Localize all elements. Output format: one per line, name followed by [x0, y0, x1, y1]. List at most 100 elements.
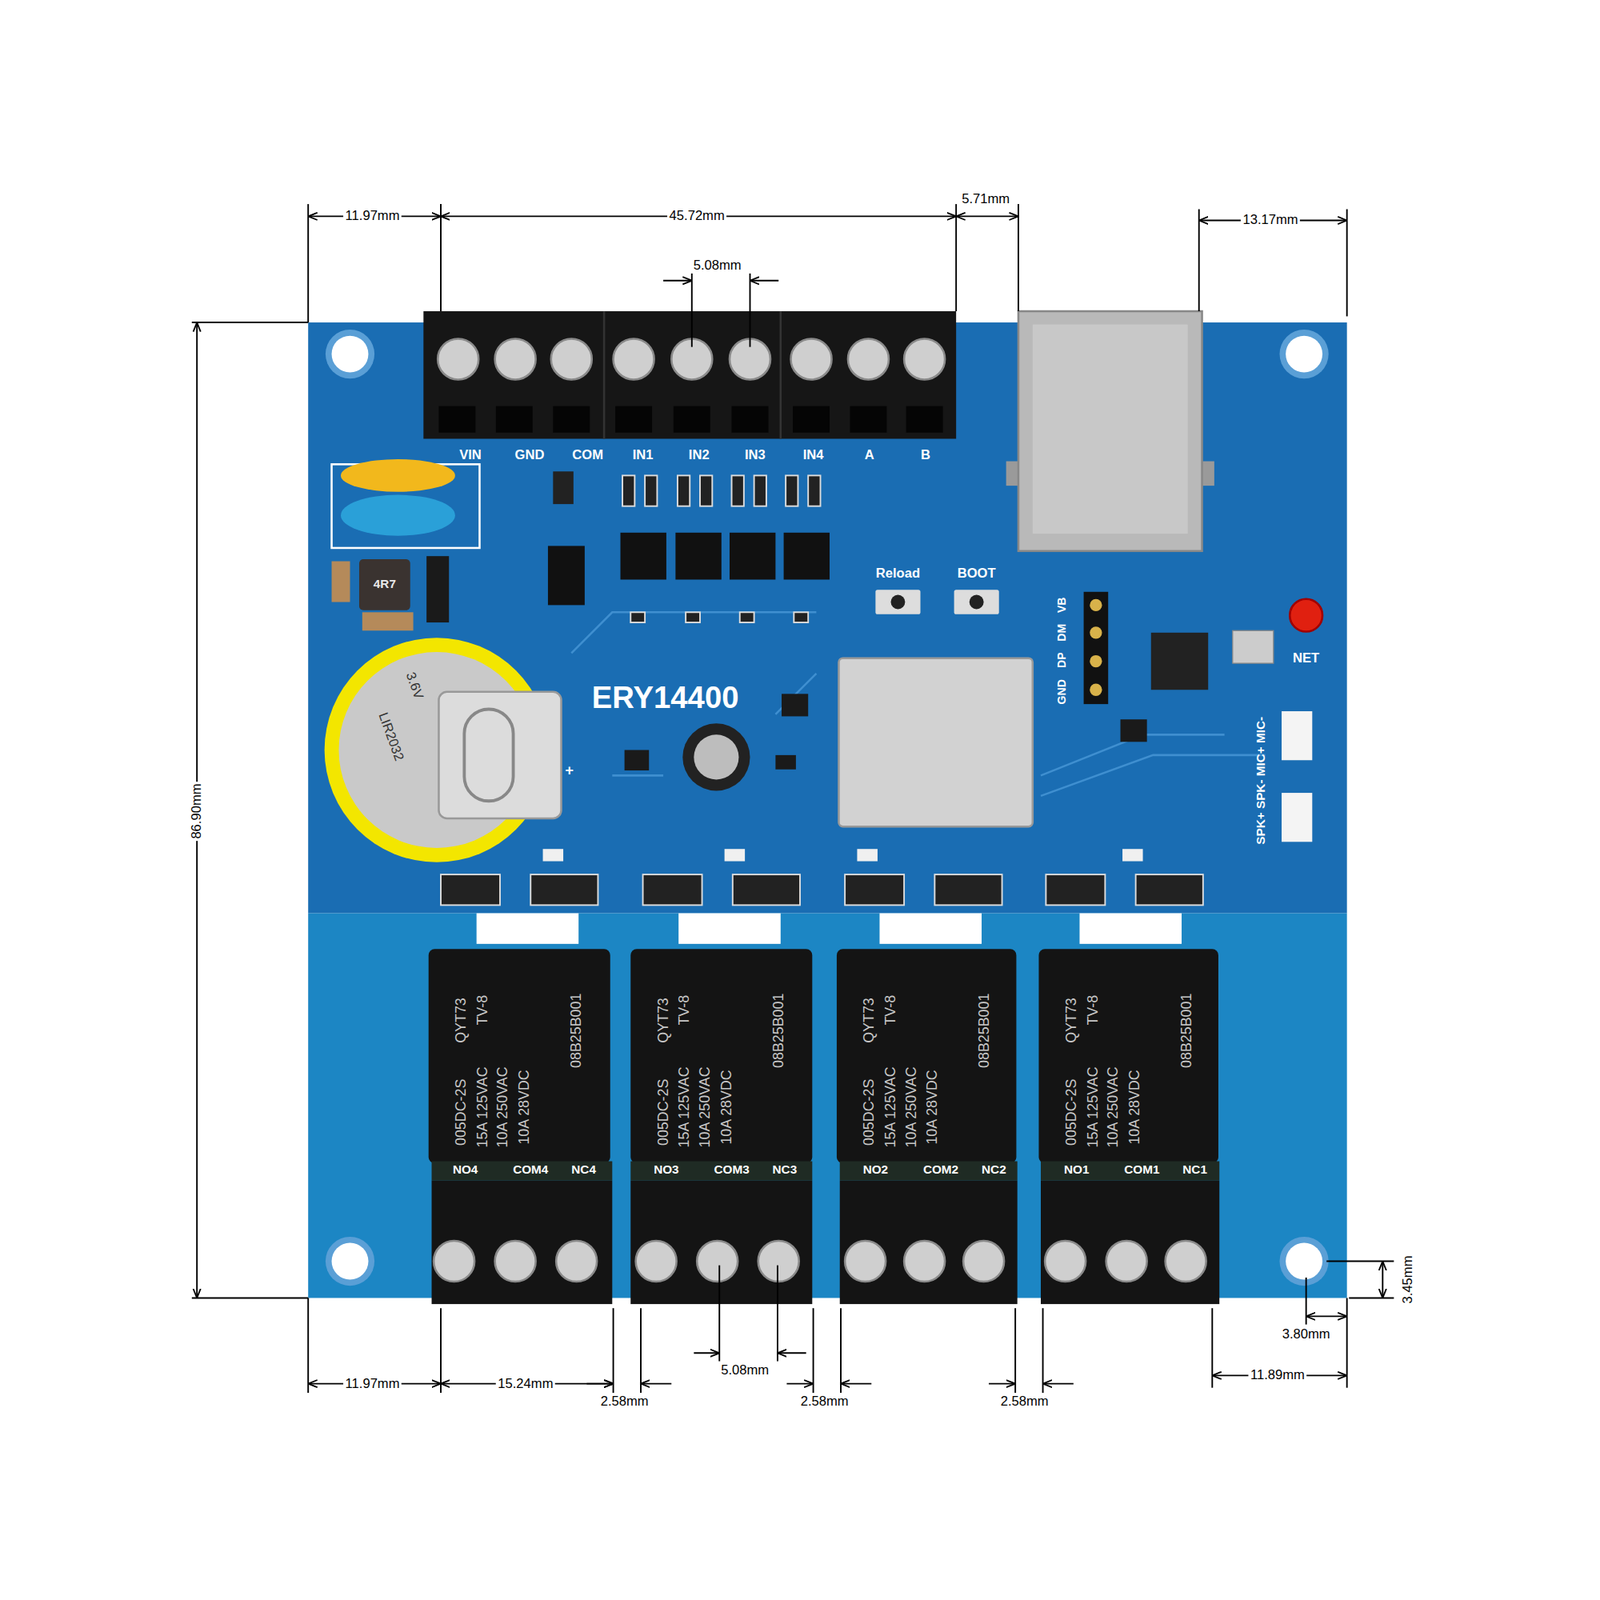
extension-line — [840, 1308, 842, 1393]
relay-marking: QYT73 — [861, 997, 878, 1044]
dimension-line — [1381, 1261, 1384, 1299]
mounting-hole — [332, 336, 369, 373]
relay-marking: 10A 28VDC — [516, 1069, 533, 1144]
pin-header — [1089, 655, 1102, 668]
relay-marking: TV-8 — [676, 995, 693, 1026]
mounting-hole — [1279, 1236, 1328, 1286]
silkscreen-block — [476, 913, 1182, 944]
extension-line — [1042, 1308, 1044, 1393]
coin-battery — [438, 692, 561, 819]
dimension-label: 2.58mm — [798, 1394, 851, 1409]
relay-marking: 08B25B001 — [568, 993, 585, 1068]
extension-line — [440, 204, 442, 312]
pin-label: B — [920, 448, 931, 463]
screw — [1106, 1240, 1148, 1282]
dimension-line — [1043, 1383, 1074, 1385]
relay-marking: TV-8 — [883, 995, 900, 1026]
ic-chip — [775, 755, 796, 770]
screw — [904, 1240, 945, 1282]
optocoupler — [620, 532, 830, 580]
push-button — [969, 595, 984, 610]
silkscreen-block — [678, 913, 781, 944]
screw — [963, 1240, 1004, 1282]
dimension-label: 15.24mm — [496, 1376, 556, 1391]
screw — [551, 338, 592, 380]
inductor — [426, 556, 449, 623]
terminal-label: NO2 — [863, 1164, 888, 1178]
relay-marking: 005DC-2S — [655, 1079, 672, 1146]
dimension-line — [586, 1383, 613, 1385]
relay-marking: 005DC-2S — [1063, 1079, 1080, 1146]
pin-label: DM — [1055, 624, 1068, 642]
screw — [758, 1240, 800, 1282]
resistor — [808, 475, 820, 506]
terminal-block — [615, 406, 652, 433]
terminal-label: COM2 — [923, 1164, 959, 1178]
terminal-block — [552, 406, 590, 433]
resistor — [677, 475, 690, 506]
terminal-block — [432, 1161, 1220, 1305]
relay-marking: QYT73 — [453, 997, 470, 1044]
dimension-line — [956, 215, 1019, 217]
wifi-module — [838, 658, 1032, 827]
push-button — [875, 589, 999, 615]
dimension-label: 11.97mm — [343, 208, 402, 224]
dimension-label: 2.58mm — [598, 1394, 651, 1409]
terminal-block — [906, 406, 944, 433]
screw — [1044, 1240, 1086, 1282]
screw — [848, 338, 889, 380]
optocoupler — [620, 532, 667, 580]
terminal-block — [423, 311, 956, 439]
resistor — [732, 475, 744, 506]
inductor — [332, 471, 585, 631]
diode — [1136, 874, 1204, 905]
button-label: BOOT — [957, 566, 996, 581]
ic-chip — [1232, 630, 1274, 664]
ic-chip — [624, 749, 650, 771]
screw — [556, 1240, 597, 1282]
extension-line — [1198, 208, 1200, 312]
dimension-line — [693, 1352, 720, 1354]
dimension-label: 11.97mm — [343, 1376, 402, 1391]
coin-battery — [324, 637, 562, 863]
terminal-block — [732, 406, 769, 433]
terminal-block — [630, 1161, 812, 1181]
screw — [791, 338, 832, 380]
terminal-block — [432, 1161, 613, 1181]
silkscreen-block — [476, 913, 580, 944]
pin-label: IN1 — [632, 448, 654, 463]
terminal-block — [603, 311, 606, 439]
diode — [643, 874, 703, 905]
terminal-label: NO1 — [1064, 1164, 1089, 1178]
extension-line — [1014, 1308, 1016, 1393]
relay-marking: 08B25B001 — [1179, 993, 1196, 1068]
pin-label: IN2 — [688, 448, 710, 463]
pin-header — [1084, 592, 1109, 704]
extension-line — [1348, 1296, 1394, 1299]
inductor — [552, 471, 574, 504]
ic-chip — [1120, 719, 1148, 742]
push-button — [954, 589, 1000, 615]
screw — [437, 338, 479, 380]
status-led — [1122, 848, 1144, 861]
extension-line — [955, 204, 957, 312]
extension-line — [612, 1308, 615, 1393]
diode — [1045, 874, 1105, 905]
polarity-mark: + — [565, 762, 574, 779]
optocoupler — [675, 532, 721, 580]
terminal-block — [792, 406, 830, 433]
audio-connector — [1281, 711, 1312, 760]
part-marking: 4R7 — [373, 577, 396, 592]
ethernet-jack — [1018, 311, 1203, 552]
inductor — [359, 559, 411, 611]
resistor — [622, 475, 635, 506]
terminal-block — [673, 406, 711, 433]
diode — [732, 874, 800, 905]
extension-line — [640, 1308, 642, 1393]
electrolytic-capacitor — [693, 734, 739, 780]
relay-marking: 15A 125VAC — [1084, 1066, 1101, 1148]
dimension-line — [988, 1383, 1016, 1385]
